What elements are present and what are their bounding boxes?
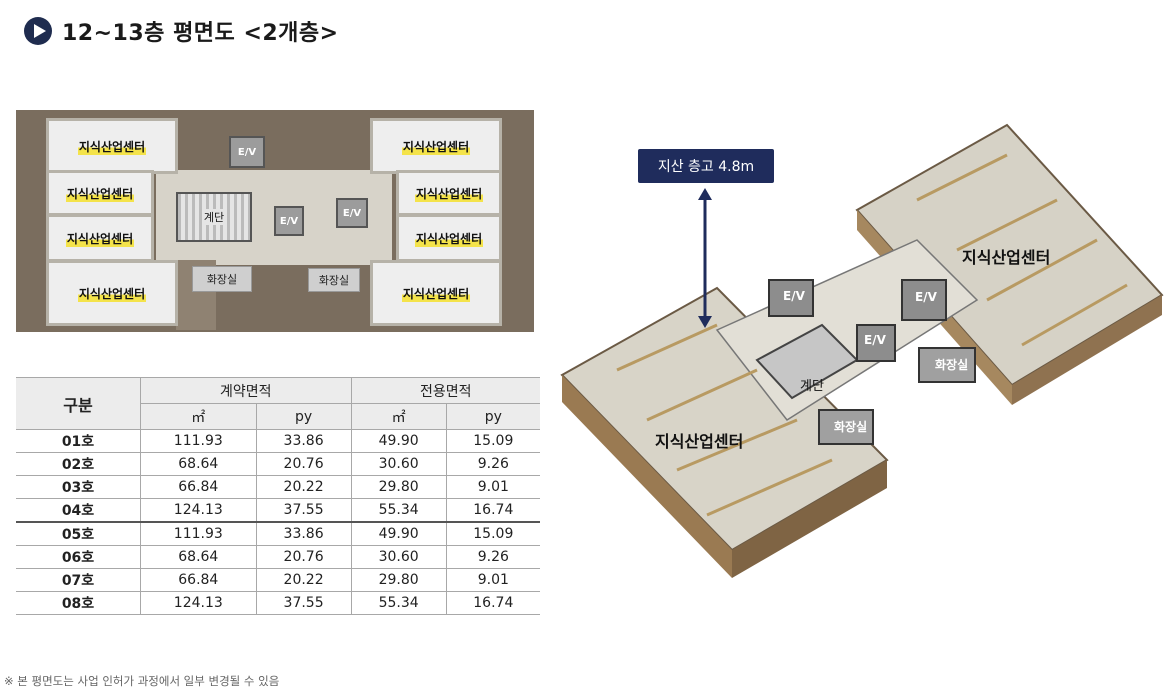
height-arrow-icon [698, 188, 712, 328]
iso-label-restroom-2: 화장실 [935, 358, 969, 372]
exclusive-py: 9.26 [445, 452, 540, 476]
wing-right-wall [1012, 295, 1162, 405]
unit-number: 05호 [16, 521, 141, 546]
exclusive-m2: 29.80 [350, 475, 447, 499]
header-exclusive-py: py [445, 403, 540, 430]
unit-number: 06호 [16, 545, 141, 569]
exclusive-py: 9.01 [445, 568, 540, 592]
exclusive-m2: 49.90 [350, 521, 447, 546]
elevator-block-3 [901, 279, 947, 321]
unit-left-1: 지식산업센터 [46, 118, 178, 174]
unit-left-4: 지식산업센터 [46, 260, 178, 326]
contract-m2: 111.93 [140, 521, 257, 546]
contract-py: 20.76 [255, 452, 352, 476]
contract-m2: 66.84 [140, 475, 257, 499]
exclusive-py: 9.26 [445, 545, 540, 569]
contract-m2: 124.13 [140, 498, 257, 523]
exclusive-py: 16.74 [445, 591, 540, 615]
elevator-block-2 [856, 324, 896, 362]
table-row: 08호 124.13 37.55 55.34 16.74 [16, 591, 540, 615]
iso-label-restroom-1: 화장실 [834, 420, 868, 434]
exclusive-m2: 49.90 [350, 429, 447, 453]
unit-right-3: 지식산업센터 [396, 214, 502, 262]
header-contract-area: 계약면적 [140, 377, 352, 404]
unit-right-2: 지식산업센터 [396, 170, 502, 216]
contract-py: 33.86 [255, 521, 352, 546]
header-gubun: 구분 [16, 377, 141, 430]
unit-number: 07호 [16, 568, 141, 592]
contract-py: 33.86 [255, 429, 352, 453]
unit-number: 02호 [16, 452, 141, 476]
unit-number: 01호 [16, 429, 141, 453]
title-text: 12~13층 평면도 <2개층> [62, 21, 339, 46]
iso-label-center-left: 지식산업센터 [655, 432, 744, 451]
floor-plan-2d: 지식산업센터 지식산업센터 지식산업센터 지식산업센터 지식산업센터 지식산업센… [16, 110, 534, 332]
table-row: 07호 66.84 20.22 29.80 9.01 [16, 568, 540, 592]
restroom-left: 화장실 [192, 266, 252, 292]
iso-label-ev-1: E/V [783, 289, 805, 303]
iso-label-ev-2: E/V [864, 333, 886, 347]
table-row: 01호 111.93 33.86 49.90 15.09 [16, 429, 540, 453]
exclusive-py: 16.74 [445, 498, 540, 523]
restroom-block-2 [918, 347, 976, 383]
header-contract-m2: ㎡ [140, 403, 257, 430]
unit-number: 08호 [16, 591, 141, 615]
exclusive-m2: 30.60 [350, 545, 447, 569]
table-row: 02호 68.64 20.76 30.60 9.26 [16, 452, 540, 476]
elevator-block-1 [768, 279, 814, 317]
header-exclusive-m2: ㎡ [350, 403, 447, 430]
wing-left-wall-side [732, 460, 887, 578]
play-icon [24, 17, 52, 45]
contract-m2: 111.93 [140, 429, 257, 453]
table-row: 03호 66.84 20.22 29.80 9.01 [16, 475, 540, 499]
contract-py: 37.55 [255, 498, 352, 523]
unit-number: 03호 [16, 475, 141, 499]
elevator-top: E/V [229, 136, 265, 168]
contract-py: 20.22 [255, 568, 352, 592]
footnote: ※ 본 평면도는 사업 인허가 과정에서 일부 변경될 수 있음 [4, 674, 280, 688]
area-table: 구분 계약면적 전용면적 ㎡ py ㎡ py 01호 111.93 33.86 … [16, 377, 540, 615]
exclusive-m2: 55.34 [350, 591, 447, 615]
contract-m2: 66.84 [140, 568, 257, 592]
exclusive-m2: 55.34 [350, 498, 447, 523]
exclusive-py: 15.09 [445, 429, 540, 453]
header-contract-py: py [255, 403, 352, 430]
unit-left-2: 지식산업센터 [46, 170, 154, 216]
table-row: 04호 124.13 37.55 55.34 16.74 [16, 498, 540, 523]
iso-label-center-right: 지식산업센터 [962, 248, 1051, 267]
contract-py: 37.55 [255, 591, 352, 615]
page-title: 12~13층 평면도 <2개층> [24, 16, 339, 46]
iso-label-stairs: 계단 [800, 379, 824, 394]
floor-plan-3d [560, 123, 1164, 578]
contract-m2: 124.13 [140, 591, 257, 615]
office-partitions [616, 153, 1128, 517]
ceiling-height-badge: 지산 층고 4.8m [638, 149, 774, 183]
iso-label-ev-3: E/V [915, 290, 937, 304]
restroom-right: 화장실 [308, 268, 360, 292]
contract-py: 20.76 [255, 545, 352, 569]
unit-number: 04호 [16, 498, 141, 523]
table-row: 06호 68.64 20.76 30.60 9.26 [16, 545, 540, 569]
exclusive-m2: 29.80 [350, 568, 447, 592]
exclusive-py: 15.09 [445, 521, 540, 546]
exclusive-m2: 30.60 [350, 452, 447, 476]
table-row: 05호 111.93 33.86 49.90 15.09 [16, 521, 540, 546]
stairs: 계단 [176, 192, 252, 242]
elevator-mid: E/V [274, 206, 304, 236]
restroom-block-1 [818, 409, 874, 445]
unit-right-4: 지식산업센터 [370, 260, 502, 326]
contract-m2: 68.64 [140, 545, 257, 569]
unit-right-1: 지식산업센터 [370, 118, 502, 174]
contract-m2: 68.64 [140, 452, 257, 476]
unit-left-3: 지식산업센터 [46, 214, 154, 262]
wing-left-wall [562, 375, 732, 578]
contract-py: 20.22 [255, 475, 352, 499]
header-exclusive-area: 전용면적 [350, 377, 540, 404]
exclusive-py: 9.01 [445, 475, 540, 499]
elevator-right: E/V [336, 198, 368, 228]
